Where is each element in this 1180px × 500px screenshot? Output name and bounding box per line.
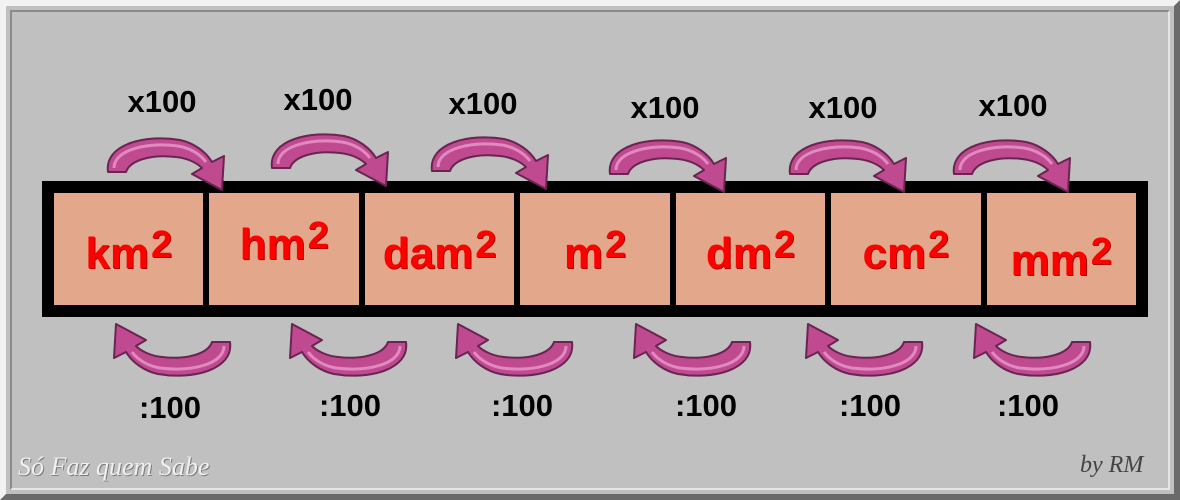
unit-label-mm2: mm2 [1010,231,1112,285]
unit-label-hm2: hm2 [239,215,329,269]
unit-cell-m2: m2 [520,193,670,305]
divide-label-3: :100 [490,388,554,423]
unit-cell-dam2: dam2 [364,193,515,305]
divide-label-2: :100 [318,388,382,423]
multiply-label-6: x100 [978,88,1048,123]
unit-label-dam2: dam2 [382,224,497,278]
unit-cell-km2: km2 [54,193,204,305]
unit-cell-dm2: dm2 [675,193,826,305]
divide-label-6: :100 [996,388,1060,423]
multiply-label-4: x100 [630,90,700,125]
multiply-label-2: x100 [283,82,353,117]
unit-cell-hm2: hm2 [209,193,359,305]
multiply-label-1: x100 [127,84,197,119]
unit-cell-mm2: mm2 [986,193,1136,305]
unit-cell-cm2: cm2 [831,193,981,305]
author-signature: by RM [1080,452,1144,478]
footer-tagline: Só Faz quem Sabe [18,452,210,481]
unit-label-km2: km2 [85,224,173,278]
unit-label-m2: m2 [563,224,627,278]
unit-label-dm2: dm2 [705,224,795,278]
unit-label-cm2: cm2 [862,224,950,278]
unit-strip: km2 hm2 dam2 m2 dm2 cm2 mm2 [42,181,1148,317]
divide-label-1: :100 [138,390,202,425]
multiply-label-3: x100 [448,86,518,121]
divide-label-5: :100 [838,388,902,423]
multiply-label-5: x100 [808,90,878,125]
divide-label-4: :100 [674,388,738,423]
